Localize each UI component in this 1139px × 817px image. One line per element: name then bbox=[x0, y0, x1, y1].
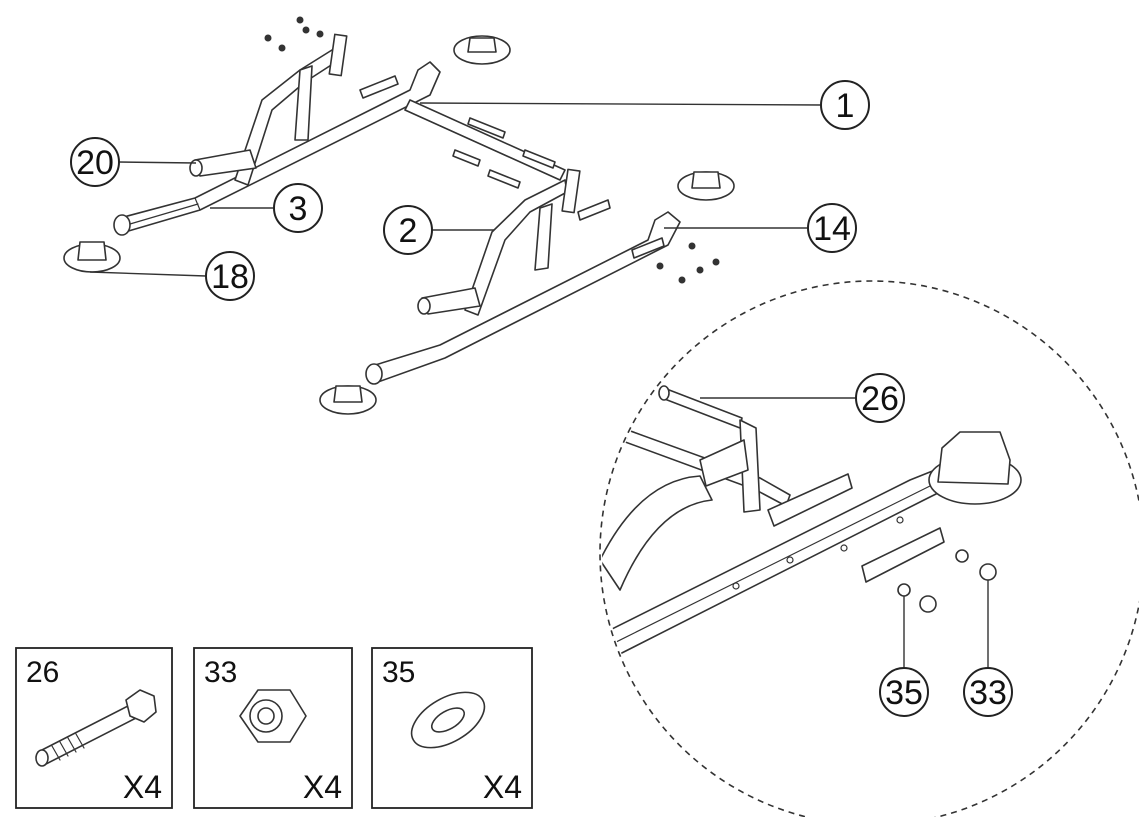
bolt-icon bbox=[35, 689, 157, 767]
hardware-box-bolt: 26 X4 bbox=[15, 647, 173, 809]
callout-33: 33 bbox=[963, 580, 1013, 717]
callout-2-label: 2 bbox=[399, 212, 418, 250]
callout-18-label: 18 bbox=[211, 258, 249, 296]
callout-3: 3 bbox=[210, 183, 323, 233]
hardware-washer-number: 35 bbox=[382, 656, 415, 689]
end-cap-top-left bbox=[453, 35, 511, 65]
callout-1: 1 bbox=[419, 80, 870, 130]
right-base-rail bbox=[371, 211, 681, 383]
end-cap-left bbox=[63, 241, 121, 273]
callout-35: 35 bbox=[879, 596, 929, 717]
cross-bar bbox=[404, 99, 566, 181]
hardware-bolt-number: 26 bbox=[26, 656, 59, 689]
callout-26-label: 26 bbox=[861, 380, 899, 418]
end-cap-bottom bbox=[319, 385, 377, 415]
callout-35-label: 35 bbox=[885, 674, 923, 712]
callout-1-label: 1 bbox=[836, 87, 855, 125]
detail-parts bbox=[602, 385, 1022, 663]
hardware-nut-qty: X4 bbox=[303, 769, 342, 805]
callout-20-label: 20 bbox=[76, 144, 114, 182]
hardware-bolt-qty: X4 bbox=[123, 769, 162, 805]
callout-18: 18 bbox=[89, 251, 255, 301]
hardware-washer-qty: X4 bbox=[483, 769, 522, 805]
callout-3-label: 3 bbox=[289, 190, 308, 228]
callout-26: 26 bbox=[700, 373, 905, 423]
hardware-nut-number: 33 bbox=[204, 656, 237, 689]
callout-14: 14 bbox=[664, 203, 857, 253]
hardware-dots-top bbox=[264, 16, 324, 52]
end-cap-right bbox=[677, 171, 735, 201]
callout-14-label: 14 bbox=[813, 210, 851, 248]
washer-icon bbox=[410, 691, 486, 749]
detail-view: 26 35 33 bbox=[599, 280, 1139, 817]
detail-circle bbox=[599, 280, 1139, 817]
frame-assembly bbox=[63, 16, 735, 415]
hardware-box-nut: 33 X4 bbox=[193, 647, 353, 809]
left-base-rail bbox=[119, 61, 441, 233]
nut-icon bbox=[239, 689, 307, 743]
hardware-box-washer: 35 X4 bbox=[371, 647, 533, 809]
callout-33-label: 33 bbox=[969, 674, 1007, 712]
hardware-dots-right bbox=[656, 242, 720, 284]
callout-20: 20 bbox=[70, 137, 197, 187]
left-rail-end bbox=[113, 214, 131, 236]
callout-2: 2 bbox=[383, 205, 494, 255]
